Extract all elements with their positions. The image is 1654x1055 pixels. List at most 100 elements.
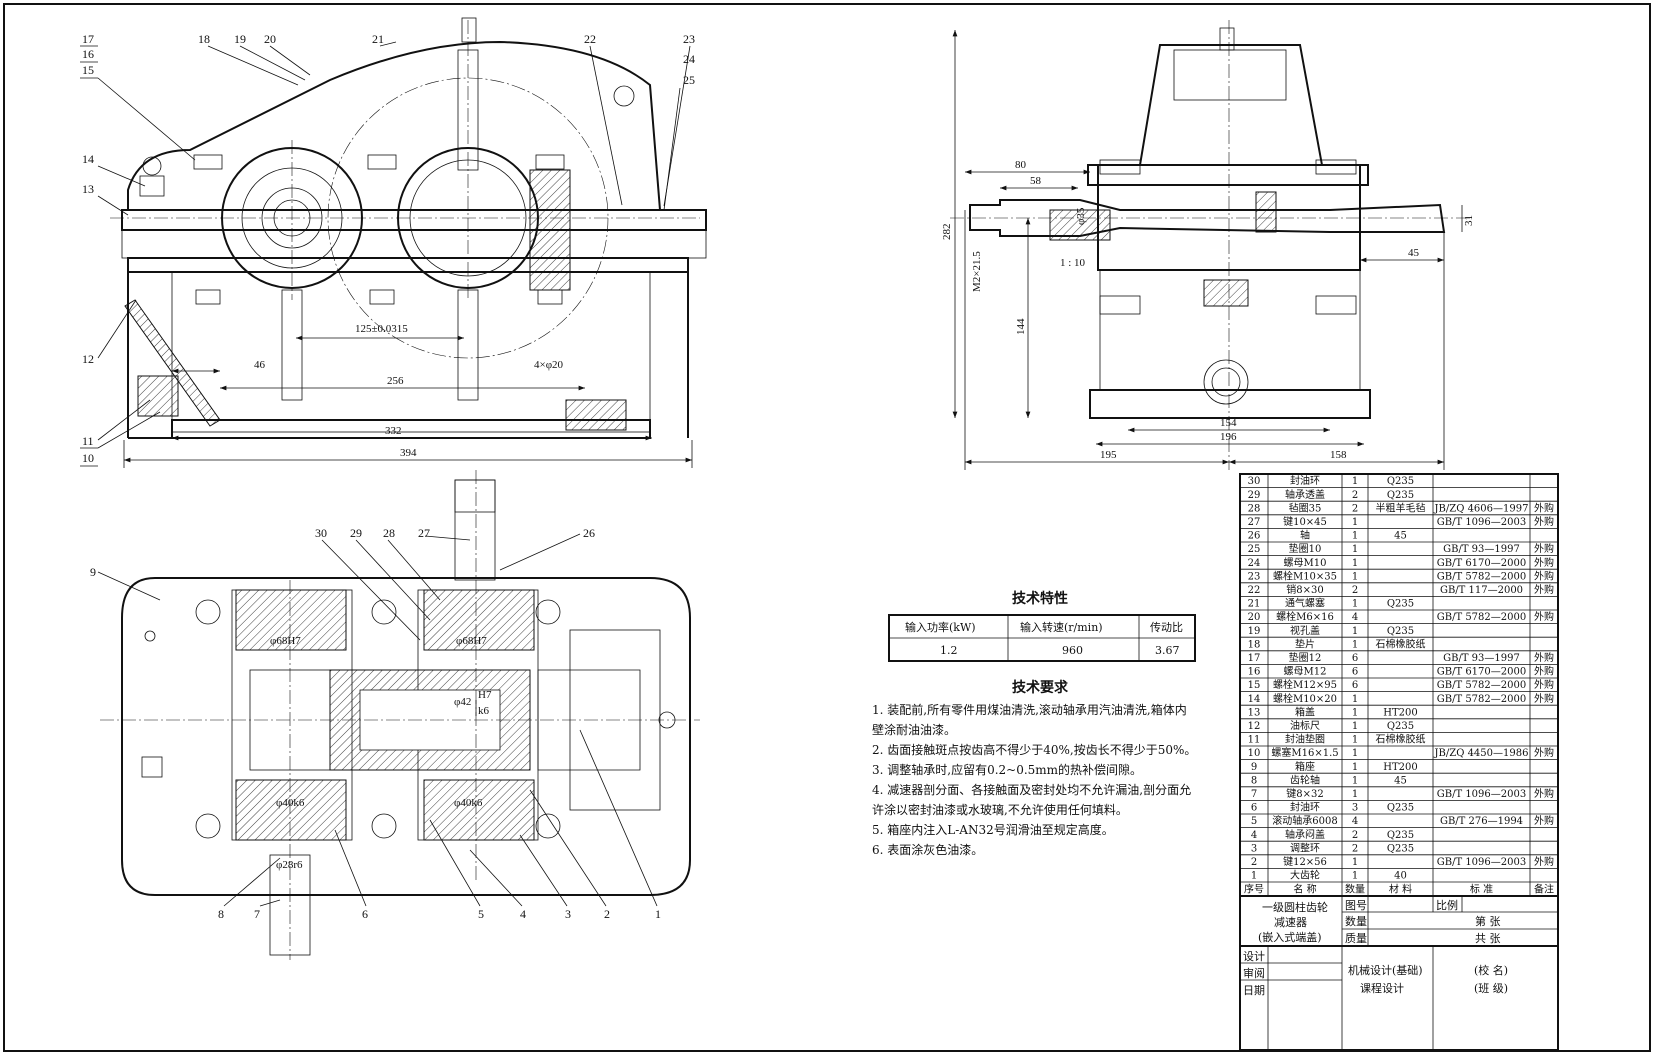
part-number: 9 <box>1251 762 1257 773</box>
balloon-27: 27 <box>418 526 430 540</box>
balloon-19: 19 <box>234 32 246 46</box>
part-note: 外购 <box>1534 610 1554 623</box>
part-name: 螺栓M12×95 <box>1273 678 1337 691</box>
part-name: 轴承透盖 <box>1285 488 1325 501</box>
part-quantity: 6 <box>1352 680 1358 691</box>
part-material: 45 <box>1394 531 1407 542</box>
part-name: 滚动轴承6008 <box>1272 814 1337 827</box>
balloon-3: 3 <box>565 907 571 921</box>
balloon-22: 22 <box>584 32 596 46</box>
part-name: 大齿轮 <box>1290 869 1320 882</box>
part-material: Q235 <box>1387 476 1414 487</box>
part-material: 45 <box>1394 775 1407 786</box>
part-name: 封油环 <box>1290 474 1320 487</box>
tech-specs: 技术特性 输入功率(kW) 输入转速(r/min) 传动比 1.2 960 3.… <box>888 590 1196 662</box>
part-quantity: 2 <box>1352 830 1358 841</box>
part-note: 外购 <box>1534 665 1554 678</box>
part-standard: GB/T 5782—2000 <box>1437 612 1526 623</box>
part-number: 25 <box>1248 544 1261 555</box>
dim-46: 46 <box>254 359 266 371</box>
requirement-line: 许涂以密封油漆或水玻璃,不允许使用任何填料。 <box>872 802 1128 817</box>
part-material: Q235 <box>1387 626 1414 637</box>
title-mass: 质量 <box>1345 932 1367 945</box>
part-name: 螺母M10 <box>1284 557 1327 569</box>
balloon-7: 7 <box>254 907 260 921</box>
balloon-8: 8 <box>218 907 224 921</box>
spec-header-power: 输入功率(kW) <box>905 620 976 634</box>
part-number: 3 <box>1251 843 1257 854</box>
part-name: 箱座 <box>1295 760 1315 773</box>
dim-45: 45 <box>1408 247 1420 259</box>
part-name: 视孔盖 <box>1290 624 1320 637</box>
part-quantity: 2 <box>1352 503 1358 514</box>
part-quantity: 3 <box>1352 803 1358 814</box>
part-material: 石棉橡胶纸 <box>1376 637 1426 650</box>
part-number: 6 <box>1251 803 1257 814</box>
title-date: 日期 <box>1243 984 1265 997</box>
part-name: 垫圈10 <box>1289 542 1322 555</box>
spec-value-ratio: 3.67 <box>1155 644 1180 657</box>
part-quantity: 2 <box>1352 585 1358 596</box>
part-material: HT200 <box>1383 707 1417 718</box>
balloon-13: 13 <box>82 182 94 196</box>
balloon-30: 30 <box>315 526 327 540</box>
title-sheet-no: 第 张 <box>1475 914 1501 928</box>
dim-158: 158 <box>1330 449 1347 461</box>
dim-282: 282 <box>941 224 953 241</box>
tech-specs-title: 技术特性 <box>1012 590 1068 607</box>
dim-phi35: φ35 <box>1075 207 1087 225</box>
spec-header-ratio: 传动比 <box>1150 621 1183 634</box>
balloon-16: 16 <box>82 47 94 61</box>
part-name: 轴承闷盖 <box>1285 828 1325 841</box>
spec-value-speed: 960 <box>1062 644 1083 657</box>
part-standard: GB/T 276—1994 <box>1440 816 1523 827</box>
part-material: HT200 <box>1383 762 1417 773</box>
balloon-17: 17 <box>82 32 94 46</box>
title-quantity: 数量 <box>1345 915 1367 928</box>
part-note: 外购 <box>1534 787 1554 800</box>
dim-196: 196 <box>1220 431 1237 443</box>
part-quantity: 1 <box>1352 531 1358 542</box>
part-quantity: 1 <box>1352 558 1358 569</box>
dim-holes: 4×φ20 <box>534 359 564 371</box>
part-standard: JB/ZQ 4606—1997 <box>1434 503 1529 514</box>
part-number: 5 <box>1251 816 1257 827</box>
balloon-10: 10 <box>82 451 94 465</box>
part-quantity: 1 <box>1352 871 1358 882</box>
balloon-18: 18 <box>198 32 210 46</box>
requirement-line: 3. 调整轴承时,应留有0.2~0.5mm的热补偿间隙。 <box>872 762 1142 777</box>
dim-31: 31 <box>1463 215 1475 226</box>
dim-thread: M2×21.5 <box>971 251 983 292</box>
balloon-25: 25 <box>683 73 695 87</box>
part-number: 2 <box>1251 857 1257 868</box>
part-standard: GB/T 1096—2003 <box>1437 857 1526 868</box>
part-number: 8 <box>1251 775 1257 786</box>
part-number: 30 <box>1248 476 1261 487</box>
part-note: 外购 <box>1534 855 1554 868</box>
balloon-1: 1 <box>655 907 661 921</box>
part-note: 外购 <box>1534 569 1554 582</box>
dim-phi68-right: φ68H7 <box>456 635 487 647</box>
part-quantity: 6 <box>1352 653 1358 664</box>
requirement-line: 2. 齿面接触斑点按齿高不得少于40%,按齿长不得少于50%。 <box>872 742 1196 757</box>
title-course2: 课程设计 <box>1360 982 1404 995</box>
title-name-line3: (嵌入式端盖) <box>1258 930 1322 944</box>
part-quantity: 1 <box>1352 762 1358 773</box>
dim-phi40-right: φ40k6 <box>454 797 483 809</box>
part-standard: GB/T 6170—2000 <box>1437 667 1526 678</box>
part-quantity: 1 <box>1352 599 1358 610</box>
requirement-line: 4. 减速器剖分面、各接触面及密封处均不允许漏油,剖分面允 <box>872 782 1191 797</box>
header-material: 材 料 <box>1389 883 1412 896</box>
part-name: 螺栓M10×35 <box>1273 569 1337 582</box>
requirement-line: 5. 箱座内注入L-AN32号润滑油至规定高度。 <box>872 822 1114 837</box>
part-quantity: 2 <box>1352 843 1358 854</box>
dim-fit-h7: H7 <box>478 689 492 701</box>
part-standard: GB/T 5782—2000 <box>1437 571 1526 582</box>
dim-144: 144 <box>1015 318 1027 335</box>
part-quantity: 1 <box>1352 626 1358 637</box>
balloon-5: 5 <box>478 907 484 921</box>
dim-phi42: φ42 <box>454 696 471 708</box>
title-class: (班 级) <box>1474 982 1508 995</box>
